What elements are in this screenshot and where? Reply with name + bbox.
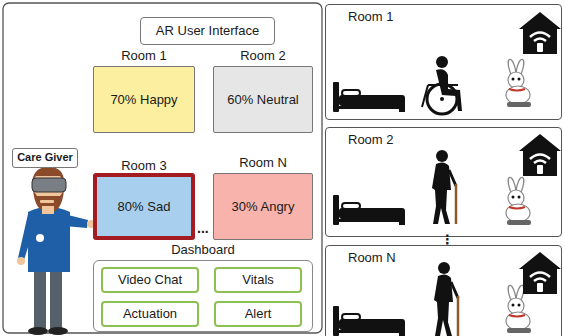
node-box: Room 170% Happy bbox=[93, 66, 195, 133]
node-text: Room 1 bbox=[94, 48, 194, 64]
node-box: Video Chat bbox=[101, 267, 199, 293]
node-box: Room N30% Angry bbox=[213, 173, 313, 240]
node-text: Room 2 bbox=[214, 48, 312, 64]
node-text: Room N bbox=[348, 250, 396, 266]
node-text: Room 2 bbox=[348, 132, 394, 148]
node-box: Actuation bbox=[101, 301, 199, 327]
room-2-scene bbox=[333, 134, 561, 225]
node-text: Vitals bbox=[242, 272, 274, 288]
node-text: 70% Happy bbox=[110, 92, 177, 108]
node-box: Room N bbox=[325, 245, 562, 336]
node-box: Room 2 bbox=[325, 127, 562, 237]
node-text: Dashboard bbox=[94, 242, 312, 258]
node-text: Video Chat bbox=[118, 272, 182, 288]
node-box: Alert bbox=[214, 301, 302, 327]
ellipsis-mark: ... bbox=[197, 220, 209, 236]
node-box: DashboardVideo ChatVitalsActuationAlert bbox=[93, 260, 313, 332]
node-text: 80% Sad bbox=[118, 199, 171, 215]
node-box: AR User Interface bbox=[140, 17, 275, 45]
node-text: Alert bbox=[245, 306, 272, 322]
node-text: Actuation bbox=[123, 306, 177, 322]
ui-panel bbox=[3, 3, 322, 333]
node-text: Room 1 bbox=[348, 9, 394, 25]
node-text: AR User Interface bbox=[156, 23, 259, 39]
care-giver-figure bbox=[17, 167, 95, 335]
node-text: 60% Neutral bbox=[227, 92, 299, 108]
node-text: Room N bbox=[214, 155, 312, 171]
node-box: Room 380% Sad bbox=[93, 173, 195, 240]
node-box: Care Giver bbox=[12, 148, 78, 168]
node-box: Room 260% Neutral bbox=[213, 66, 313, 133]
node-box: Vitals bbox=[214, 267, 302, 293]
node-box: Room 1 bbox=[325, 4, 562, 120]
node-text: Care Giver bbox=[17, 151, 73, 164]
ellipsis-mark: ⋮ bbox=[441, 232, 454, 247]
room-1-scene bbox=[333, 12, 561, 114]
node-text: 30% Angry bbox=[232, 199, 295, 215]
node-text: Room 3 bbox=[97, 158, 191, 174]
